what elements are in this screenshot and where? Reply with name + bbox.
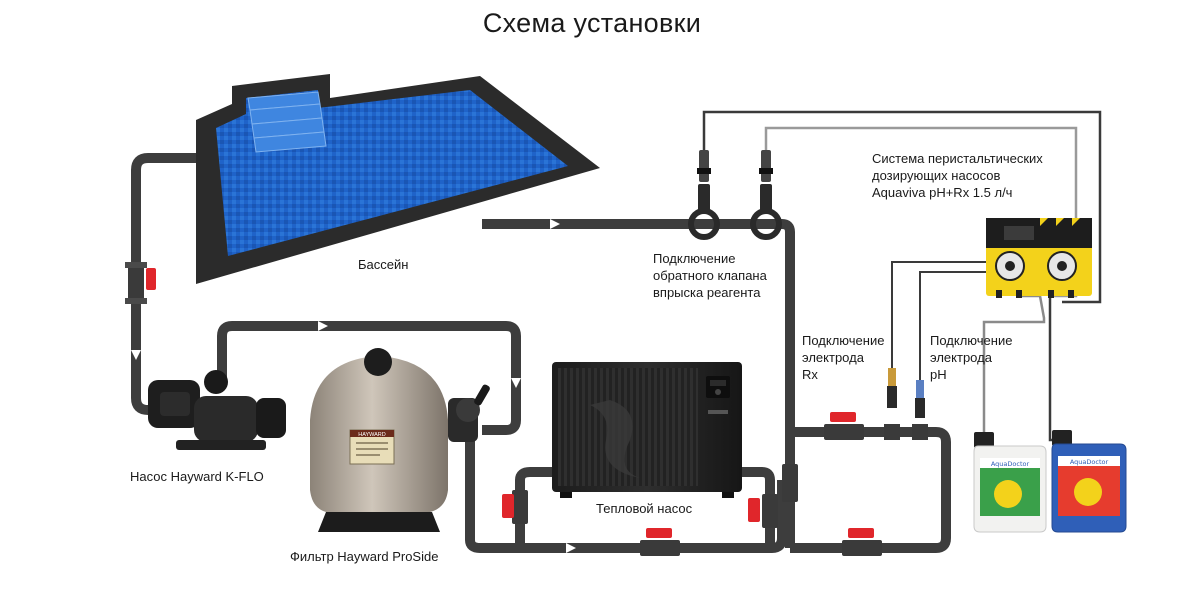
label-pump: Насос Hayward K-FLO	[130, 469, 264, 484]
electrode-rx	[884, 368, 900, 440]
filter-hayward-proside: HAYWARD	[310, 348, 490, 532]
label-pool: Бассейн	[358, 257, 409, 272]
injection-check-valves	[688, 150, 782, 240]
pipe-filter-to-bypass	[465, 440, 787, 553]
label-ph-electrode: Подключение электрода pH	[930, 333, 1013, 382]
label-dosing-system: Система перистальтических дозирующих нас…	[872, 151, 1043, 200]
valve-heatpump-in	[502, 490, 528, 524]
check-valve-2	[750, 150, 782, 240]
pool	[196, 74, 600, 284]
dosing-unit-aquaviva	[986, 218, 1092, 298]
tube-right-canister	[1048, 296, 1058, 442]
pipe-heatpump-loop	[515, 467, 556, 548]
pipe-electrode-loop	[790, 427, 951, 553]
pipes	[131, 153, 951, 553]
wire-ph-electrode	[919, 271, 1000, 390]
wire-rx-electrode	[891, 261, 996, 380]
canister-right-brand: AquaDoctor	[1070, 458, 1109, 466]
pool-steps	[247, 91, 327, 153]
canister-left: AquaDoctor	[973, 432, 1047, 533]
tube-rx-injection	[702, 110, 1102, 304]
valve-electrode-top	[824, 412, 864, 440]
pipe-main-riser	[482, 219, 795, 548]
pipe-heatpump-out	[740, 467, 775, 548]
electrode-ph	[912, 380, 928, 440]
diagram-title: Схема установки	[482, 8, 702, 38]
canister-left-brand: AquaDoctor	[991, 460, 1030, 468]
label-check-valve: Подключение обратного клапана впрыска ре…	[653, 251, 767, 300]
label-rx-electrode: Подключение электрода Rx	[802, 333, 885, 382]
valve-pool-outlet	[125, 262, 156, 304]
label-heat-pump: Тепловой насос	[596, 501, 693, 516]
pipe-pool-to-pump	[131, 153, 196, 415]
valve-bypass-bottom	[640, 528, 680, 556]
check-valve-1	[688, 150, 720, 240]
ball-valves	[125, 262, 882, 556]
filter-brand-plate: HAYWARD	[358, 432, 386, 438]
valve-main-riser	[782, 464, 798, 502]
pipe-pump-to-filter	[217, 321, 521, 435]
flow-arrows	[131, 219, 576, 553]
canister-right: AquaDoctor	[1051, 430, 1127, 533]
valve-heatpump-out	[748, 494, 778, 528]
label-filter: Фильтр Hayward ProSide	[290, 549, 439, 564]
heat-pump	[552, 362, 742, 498]
pump-hayward-kflo	[148, 370, 286, 450]
valve-electrode-bottom	[842, 528, 882, 556]
